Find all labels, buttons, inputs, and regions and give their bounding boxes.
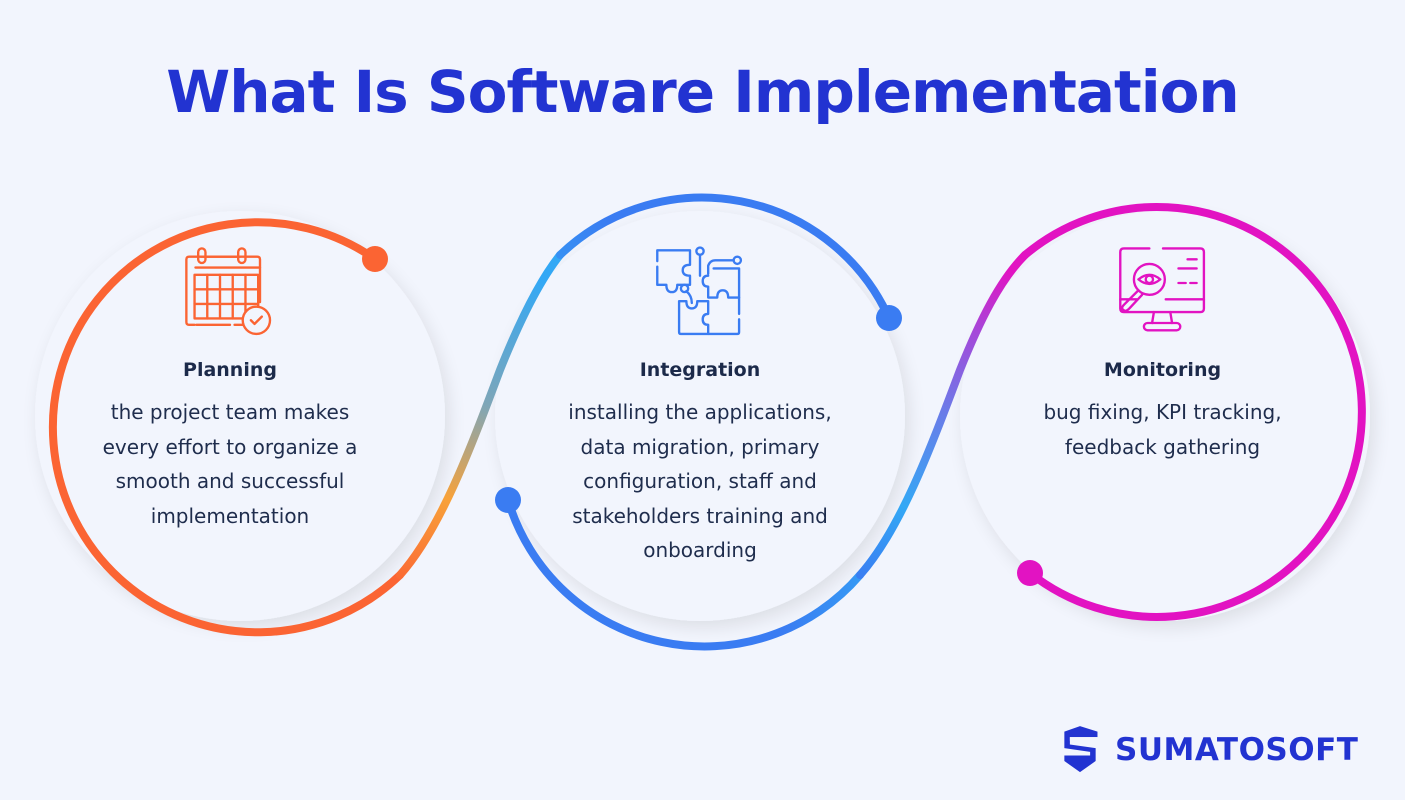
description-line: feedback gathering [1064,434,1261,459]
step-title: Monitoring [1103,359,1222,381]
step-description: installing the applications, data migrat… [530,395,870,568]
page-title: What Is Software Implementation [166,58,1239,126]
description-line: bug fixing, KPI tracking, [1043,400,1282,424]
step-description: bug fixing, KPI tracking, feedback gathe… [1000,395,1325,464]
integration-top-arc [556,193,893,322]
planning-arc [48,218,404,637]
step-monitoring: Monitoring bug fixing, KPI tracking, fee… [1000,243,1325,464]
step-planning: Planning the project team makes every ef… [60,243,400,533]
description-line: onboarding [643,538,757,562]
planning-end-dot [362,246,388,272]
description-line: the project team makes [110,400,350,424]
transition-arc-1 [396,251,564,579]
description-line: implementation [150,503,310,528]
transition-arc-2 [856,251,1029,579]
step-integration: Integration installing the applications,… [530,243,870,568]
description-line: stakeholders training and [572,503,828,528]
circle-backgrounds [35,211,1370,621]
integration-bottom-arc [504,496,864,651]
brand-name: SUMATOSOFT [1115,732,1359,768]
puzzle-pieces-icon [656,246,743,336]
monitoring-start-dot [1017,560,1043,586]
integration-start-dot [495,487,521,513]
step-title: Planning [183,359,277,381]
step-title: Integration [639,359,761,381]
brand-logo: SUMATOSOFT [1057,724,1358,776]
description-line: smooth and successful [115,469,345,493]
calendar-check-icon [185,247,272,336]
monitoring-arc [1021,202,1366,621]
description-line: configuration, staff and [583,469,817,493]
step-description: the project team makes every effort to o… [60,395,400,533]
description-line: installing the applications, [568,400,832,424]
description-line: every effort to organize a [102,434,358,459]
shield-s-logo-icon [1064,726,1098,773]
description-line: data migration, primary [580,434,820,459]
monitor-magnifier-eye-icon [1118,247,1205,332]
integration-end-dot [876,305,902,331]
